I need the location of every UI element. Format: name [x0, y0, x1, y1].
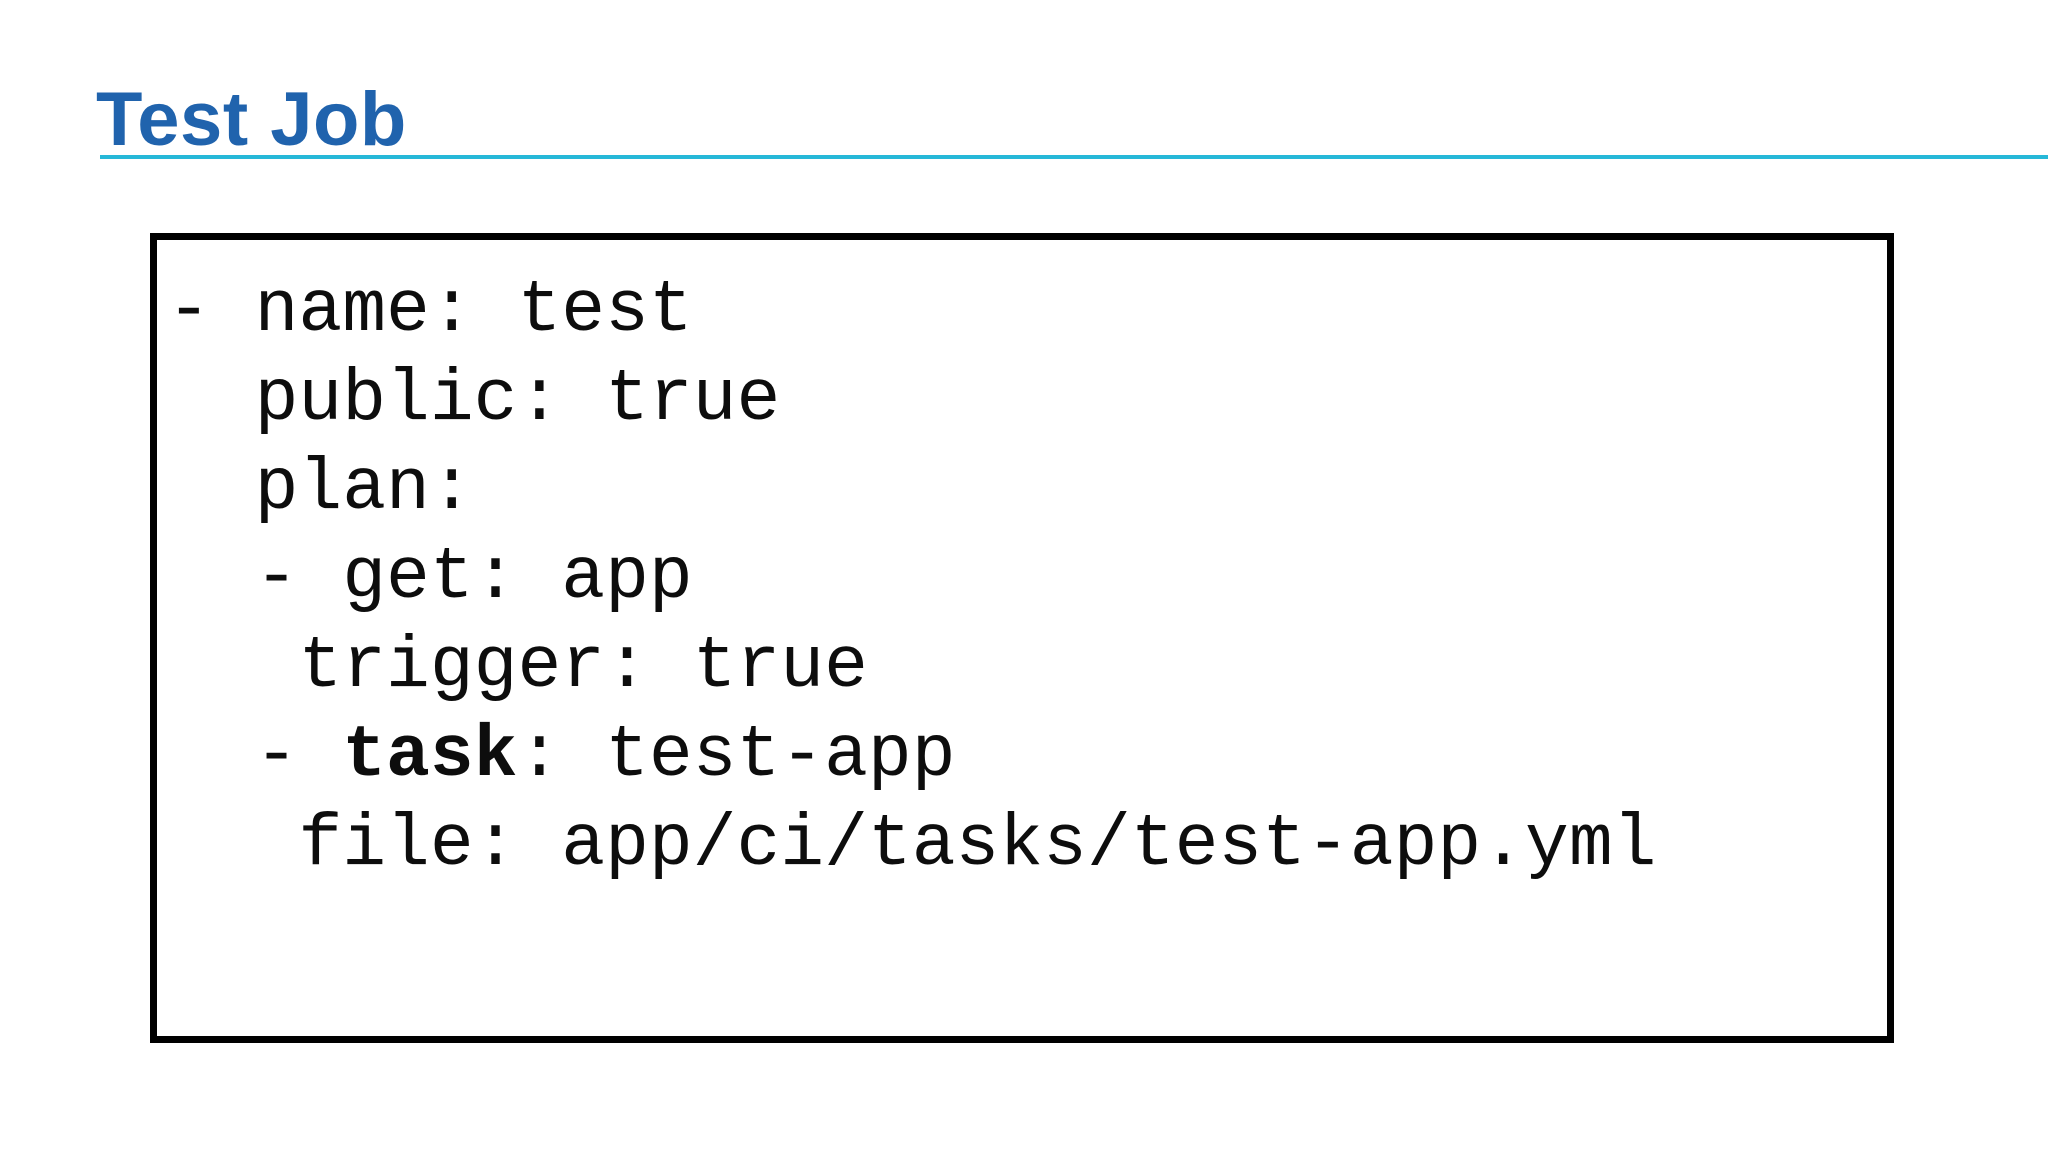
code-line: trigger: true — [167, 625, 868, 708]
code-line: - task: test-app — [167, 714, 956, 797]
slide-title: Test Job — [96, 77, 407, 162]
code-line: public: true — [167, 358, 781, 441]
code-segment: : test-app — [517, 714, 956, 797]
yaml-code: - name: test public: true plan: - get: a… — [157, 240, 1887, 889]
title-underline-rule — [100, 155, 2048, 159]
code-line: file: app/ci/tasks/test-app.yml — [167, 803, 1656, 886]
yaml-code-box: - name: test public: true plan: - get: a… — [150, 233, 1894, 1043]
code-segment: file: app/ci/tasks/test-app.yml — [167, 803, 1657, 886]
code-segment: - — [167, 714, 343, 797]
code-line: - name: test — [167, 269, 693, 352]
code-segment: trigger: true — [167, 625, 868, 708]
code-segment-bold: task — [342, 714, 518, 797]
code-line: plan: — [167, 447, 474, 530]
code-line: - get: app — [167, 536, 693, 619]
code-segment: - get: app — [167, 536, 693, 619]
code-segment: public: true — [167, 358, 781, 441]
code-segment: - name: test — [167, 269, 693, 352]
code-segment: plan: — [167, 447, 474, 530]
